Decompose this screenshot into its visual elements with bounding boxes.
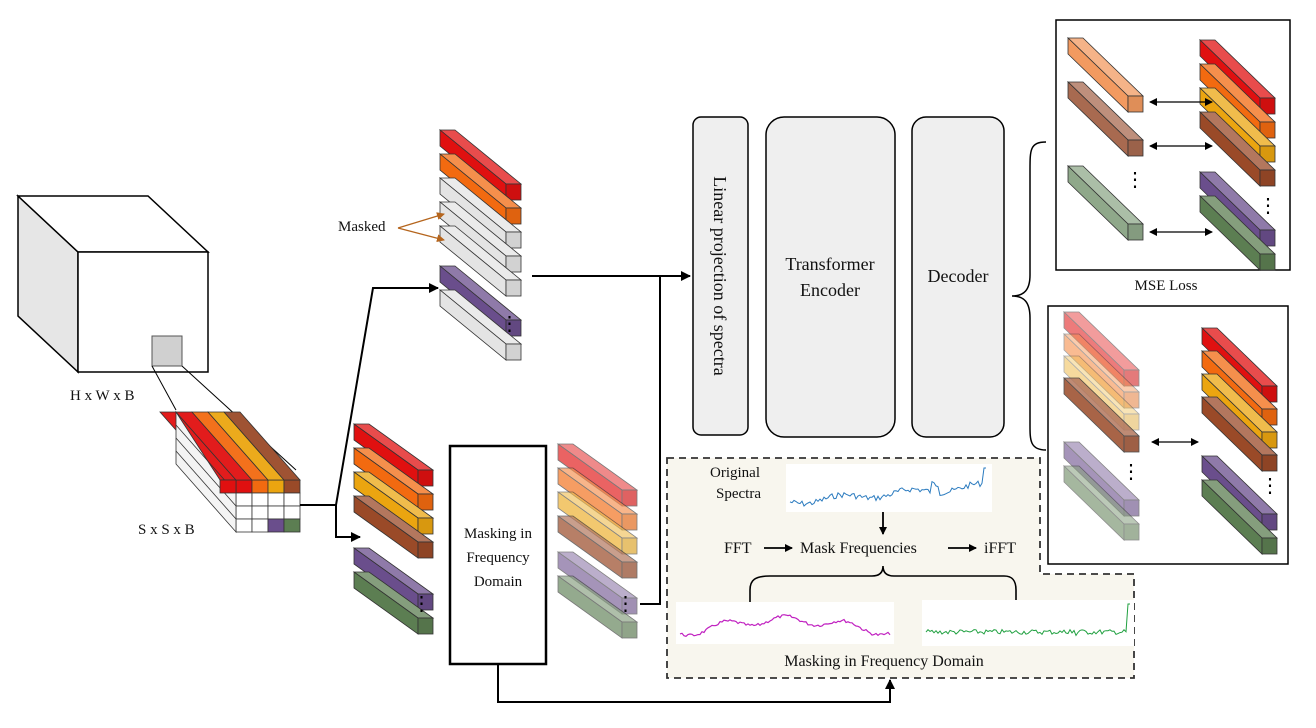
patch-dims-label: S x S x B xyxy=(138,522,195,538)
transformer-encoder-block xyxy=(765,116,896,438)
spectral-patch xyxy=(159,410,301,534)
masked-arrow-1 xyxy=(397,212,445,229)
recon-token-green xyxy=(1063,465,1140,541)
arrow-patch-to-bottom xyxy=(300,504,361,542)
frequency-masked-token-column: ⋮ xyxy=(556,443,639,639)
arrow-masking-to-panel xyxy=(497,664,895,703)
original-spectra-line2: Spectra xyxy=(716,486,761,502)
decoder-output-brace xyxy=(1011,141,1047,451)
linear-projection-label: Linear projection of spectra xyxy=(710,176,730,375)
freq-token-0 xyxy=(556,443,639,507)
gt-token-green xyxy=(1201,479,1278,555)
input-token-4 xyxy=(352,547,435,611)
input-ellipsis: ⋮ xyxy=(412,593,432,615)
masked-token-column: ⋮ xyxy=(438,129,523,361)
cube-dims-label: H x W x B xyxy=(70,388,134,404)
mask-frequencies-label: Mask Frequencies xyxy=(800,540,917,557)
arrow-freq-to-projection xyxy=(640,276,661,605)
freq-token-1 xyxy=(556,467,639,531)
patch-window xyxy=(151,335,183,367)
freq-loss-token-pairs: ⋮⋮ xyxy=(1063,311,1280,555)
input-token-5 xyxy=(352,571,435,635)
frequency-panel-caption: Masking in Frequency Domain xyxy=(784,653,984,670)
pred-token-brown xyxy=(1067,81,1144,157)
transformer-label-line1: Transformer xyxy=(785,254,874,274)
fft-label: FFT xyxy=(724,540,752,557)
freq-token-4 xyxy=(556,551,639,615)
linear-projection-block xyxy=(692,116,749,436)
frequency-magnitude-plot xyxy=(676,602,894,644)
pred-token-orange xyxy=(1067,37,1144,113)
hyperspectral-cube xyxy=(16,194,297,471)
masked-label: Masked xyxy=(338,219,386,235)
freq-ellipsis: ⋮ xyxy=(616,593,636,615)
masking-in-frequency-domain-box xyxy=(448,444,548,666)
input-token-3 xyxy=(352,495,435,559)
freq-token-5 xyxy=(556,575,639,639)
original-spectrum-line xyxy=(789,467,986,507)
masking-box-line2: Frequency xyxy=(466,550,530,566)
freq-token-3 xyxy=(556,515,639,579)
decoder-label: Decoder xyxy=(928,266,989,286)
ifft-label: iFFT xyxy=(984,540,1016,557)
input-token-column: ⋮ xyxy=(352,423,435,635)
masking-box-line1: Masking in xyxy=(464,526,532,542)
pred-ellipsis: ⋮ xyxy=(1125,169,1145,191)
top-token-6 xyxy=(438,289,523,361)
reconstructed-spectrum-line xyxy=(925,603,1130,637)
masked-arrow-2 xyxy=(397,227,445,243)
spectra-brace xyxy=(749,565,1017,604)
top-ellipsis: ⋮ xyxy=(500,313,520,335)
input-token-0 xyxy=(352,423,435,487)
transformer-label-line2: Encoder xyxy=(800,280,860,300)
original-spectra-line1: Original xyxy=(710,465,760,481)
mse-loss-label: MSE Loss xyxy=(1135,278,1198,294)
freq-token-2 xyxy=(556,491,639,555)
frequency-magnitude-line xyxy=(679,614,891,637)
target-ellipsis: ⋮ xyxy=(1258,195,1278,217)
pred-token-green xyxy=(1067,165,1144,241)
gt-token-3 xyxy=(1201,396,1278,472)
mse-loss-token-pairs: ⋮⋮ xyxy=(1067,37,1278,271)
recon-token-0 xyxy=(1063,311,1140,387)
recon-ellipsis: ⋮ xyxy=(1121,461,1141,483)
recon-token-3 xyxy=(1063,377,1140,453)
reconstructed-spectrum-plot xyxy=(922,600,1134,646)
recon-token-1 xyxy=(1063,333,1140,409)
target-token-green xyxy=(1199,195,1276,271)
gt-ellipsis: ⋮ xyxy=(1260,475,1280,497)
input-token-2 xyxy=(352,471,435,535)
target-token-3 xyxy=(1199,111,1276,187)
top-token-4 xyxy=(438,225,523,297)
input-token-1 xyxy=(352,447,435,511)
masking-box-line3: Domain xyxy=(474,574,523,590)
decoder-block xyxy=(911,116,1005,438)
